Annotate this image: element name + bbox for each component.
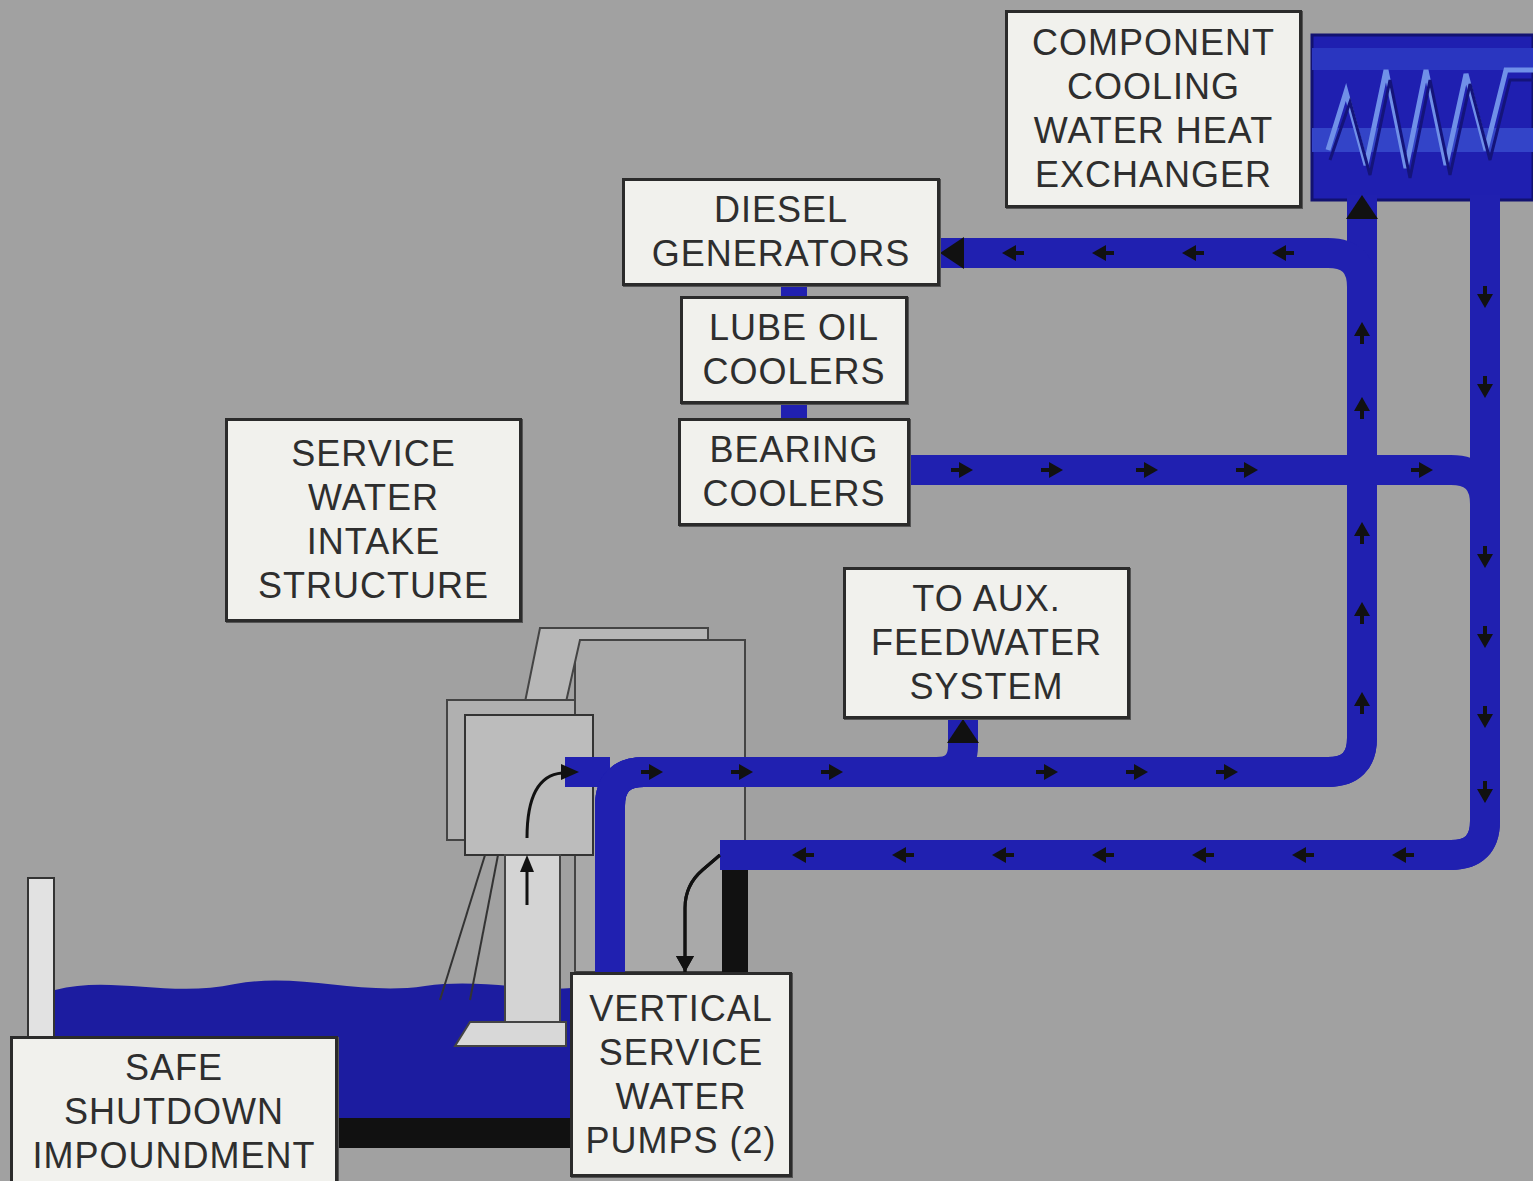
flow-arrow	[1092, 245, 1114, 261]
pump-base	[455, 1022, 566, 1046]
flow-arrow	[1477, 706, 1493, 728]
arrow-head	[1346, 195, 1378, 219]
ground-strip	[330, 1118, 575, 1148]
structure-roof	[525, 628, 708, 702]
flow-arrow	[1354, 602, 1370, 624]
label-box: COMPONENT COOLING WATER HEAT EXCHANGER	[1005, 10, 1302, 208]
pipe-connector	[794, 404, 795, 418]
flow-arrow	[1411, 462, 1433, 478]
flow-arrow	[1036, 764, 1058, 780]
flow-head	[520, 855, 534, 872]
flow-arrow	[1002, 245, 1024, 261]
box-label: LUBE OIL COOLERS	[693, 306, 895, 394]
label-box: SERVICE WATER INTAKE STRUCTURE	[225, 418, 522, 622]
flow-arrow	[1392, 847, 1414, 863]
flow-arrow	[1477, 376, 1493, 398]
heat-exchanger-tube	[1312, 128, 1533, 152]
flow-arrow	[641, 764, 663, 780]
pump-column	[505, 855, 560, 1022]
flow-arrow	[1477, 286, 1493, 308]
flow-arrow	[1236, 462, 1258, 478]
flow-arrow	[1272, 245, 1294, 261]
box-label: VERTICAL SERVICE WATER PUMPS (2)	[583, 987, 779, 1163]
box-label: SAFE SHUTDOWN IMPOUNDMENT	[23, 1046, 325, 1178]
box-label: TO AUX. FEEDWATER SYSTEM	[856, 577, 1117, 709]
flow-arrow	[1354, 522, 1370, 544]
heat-exchanger-tube	[1312, 48, 1533, 70]
label-box: LUBE OIL COOLERS	[680, 296, 908, 404]
flow-arrow	[1182, 245, 1204, 261]
flow-arrow	[821, 764, 843, 780]
label-box: SAFE SHUTDOWN IMPOUNDMENT	[10, 1036, 338, 1181]
discharge-line	[685, 855, 720, 972]
flow-arrow	[1192, 847, 1214, 863]
flow-arrow	[1354, 322, 1370, 344]
pipe	[720, 470, 1485, 855]
box-label: BEARING COOLERS	[691, 428, 897, 516]
flow-line	[526, 870, 529, 905]
support-bar	[722, 868, 748, 972]
flow-head	[561, 764, 579, 780]
flow-arrow	[1092, 847, 1114, 863]
arrow-head	[676, 956, 694, 972]
label-box: BEARING COOLERS	[678, 418, 910, 526]
pipe-connector	[794, 286, 795, 296]
flow-arrow	[1354, 692, 1370, 714]
box-label: DIESEL GENERATORS	[635, 188, 927, 276]
pipe	[781, 286, 807, 296]
flow-arrow	[892, 847, 914, 863]
flow-arrow	[731, 764, 753, 780]
structure-leg	[470, 855, 498, 1000]
arrow-head	[940, 237, 964, 269]
discharge-line	[685, 855, 720, 972]
flow-arrow	[1126, 764, 1148, 780]
pipe-connector	[676, 470, 1485, 972]
heat-exchanger-coil	[1330, 80, 1533, 178]
heat-exchanger-shell	[1312, 35, 1533, 200]
flow-arrow	[1041, 462, 1063, 478]
flow-arrow	[951, 462, 973, 478]
label-box: DIESEL GENERATORS	[622, 178, 940, 286]
flow-arrow	[1136, 462, 1158, 478]
flow-arrow	[992, 847, 1014, 863]
box-label: COMPONENT COOLING WATER HEAT EXCHANGER	[1018, 21, 1289, 197]
label-box: TO AUX. FEEDWATER SYSTEM	[843, 567, 1130, 719]
support-post	[28, 878, 54, 1040]
flow-arrow	[1477, 781, 1493, 803]
arrow-head	[947, 719, 979, 743]
flow-arrow	[792, 847, 814, 863]
flow-arrow	[1477, 626, 1493, 648]
flow-arrow	[1477, 546, 1493, 568]
flow-arrow	[1216, 764, 1238, 780]
label-box: VERTICAL SERVICE WATER PUMPS (2)	[570, 972, 792, 1177]
structure-leg	[440, 855, 485, 1000]
flow-line	[527, 773, 562, 838]
box-label: SERVICE WATER INTAKE STRUCTURE	[238, 432, 509, 608]
pipe	[781, 404, 807, 418]
flow-arrow	[1354, 397, 1370, 419]
pipe-connector	[676, 195, 1485, 972]
flow-arrow	[1292, 847, 1314, 863]
arrow-head	[676, 956, 694, 972]
